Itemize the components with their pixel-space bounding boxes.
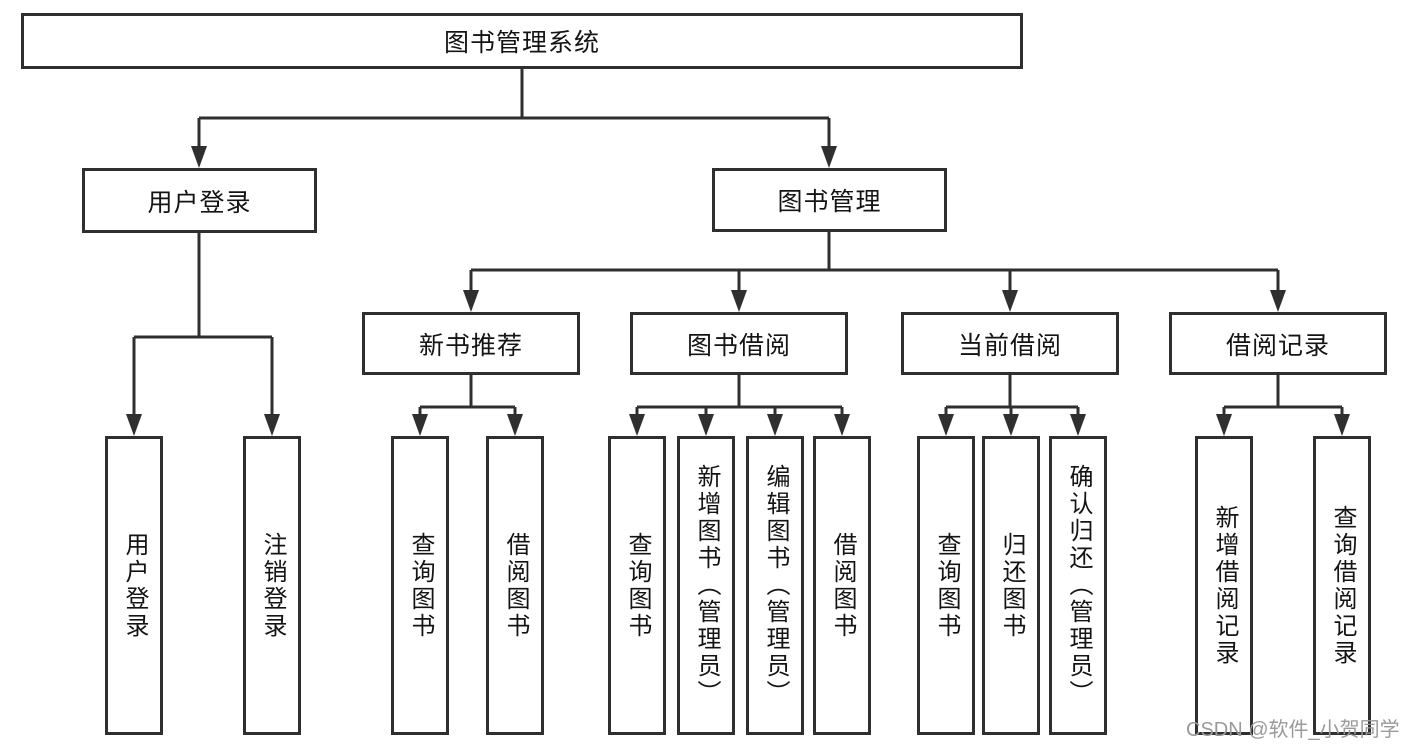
leaf-confirm-return-admin-label: 确认归还（管理员） <box>1065 464 1092 707</box>
node-new-book-rec-label: 新书推荐 <box>418 331 523 360</box>
leaf-add-book-admin: 新增图书（管理员） <box>677 436 735 735</box>
node-current-borrow: 当前借阅 <box>901 312 1119 375</box>
leaf-borrow-books-label: 借阅图书 <box>829 531 856 640</box>
leaf-add-borrow-record: 新增借阅记录 <box>1195 436 1253 735</box>
node-book-mgmt: 图书管理 <box>712 168 947 232</box>
leaf-query-books-borrow-label: 查询图书 <box>624 531 651 640</box>
node-root: 图书管理系统 <box>21 13 1023 69</box>
node-current-borrow-label: 当前借阅 <box>957 331 1062 360</box>
leaf-edit-book-admin: 编辑图书（管理员） <box>746 436 804 735</box>
leaf-user-login-label: 用户登录 <box>121 531 148 640</box>
leaf-borrow-books-rec-label: 借阅图书 <box>502 531 529 640</box>
node-borrow-records-label: 借阅记录 <box>1225 331 1330 360</box>
leaf-return-book-label: 归还图书 <box>998 531 1025 640</box>
node-borrow-records: 借阅记录 <box>1169 312 1387 375</box>
node-new-book-rec: 新书推荐 <box>362 312 580 375</box>
leaf-borrow-books-rec: 借阅图书 <box>486 436 544 735</box>
leaf-confirm-return-admin: 确认归还（管理员） <box>1049 436 1107 735</box>
leaf-query-books-current: 查询图书 <box>917 436 975 735</box>
leaf-add-book-admin-label: 新增图书（管理员） <box>693 464 720 707</box>
node-root-label: 图书管理系统 <box>443 29 600 57</box>
arrowheads <box>126 146 1350 436</box>
connector-root-to-level2 <box>197 69 831 150</box>
node-user-login-label: 用户登录 <box>147 188 252 217</box>
node-book-mgmt-label: 图书管理 <box>777 188 882 216</box>
leaf-query-books-rec: 查询图书 <box>391 436 449 735</box>
leaf-add-borrow-record-label: 新增借阅记录 <box>1211 504 1238 667</box>
leaf-query-borrow-record: 查询借阅记录 <box>1313 436 1371 735</box>
leaf-logout-label: 注销登录 <box>259 531 286 640</box>
connector-level3-to-leaves <box>418 375 1344 418</box>
leaf-user-login: 用户登录 <box>105 436 163 735</box>
leaf-edit-book-admin-label: 编辑图书（管理员） <box>762 464 789 707</box>
node-book-borrow: 图书借阅 <box>630 312 848 375</box>
connector-userlogin-to-leaves <box>132 233 274 418</box>
leaf-logout: 注销登录 <box>243 436 301 735</box>
leaf-query-books-current-label: 查询图书 <box>933 531 960 640</box>
node-user-login: 用户登录 <box>82 168 317 233</box>
connector-bookmgmt-to-level3 <box>469 232 1280 294</box>
node-book-borrow-label: 图书借阅 <box>686 331 791 360</box>
csdn-watermark: CSDN @软件_小贺同学 <box>1186 719 1400 741</box>
leaf-borrow-books: 借阅图书 <box>813 436 871 735</box>
leaf-query-borrow-record-label: 查询借阅记录 <box>1329 504 1356 667</box>
leaf-return-book: 归还图书 <box>982 436 1040 735</box>
leaf-query-books-borrow: 查询图书 <box>608 436 666 735</box>
leaf-query-books-rec-label: 查询图书 <box>407 531 434 640</box>
